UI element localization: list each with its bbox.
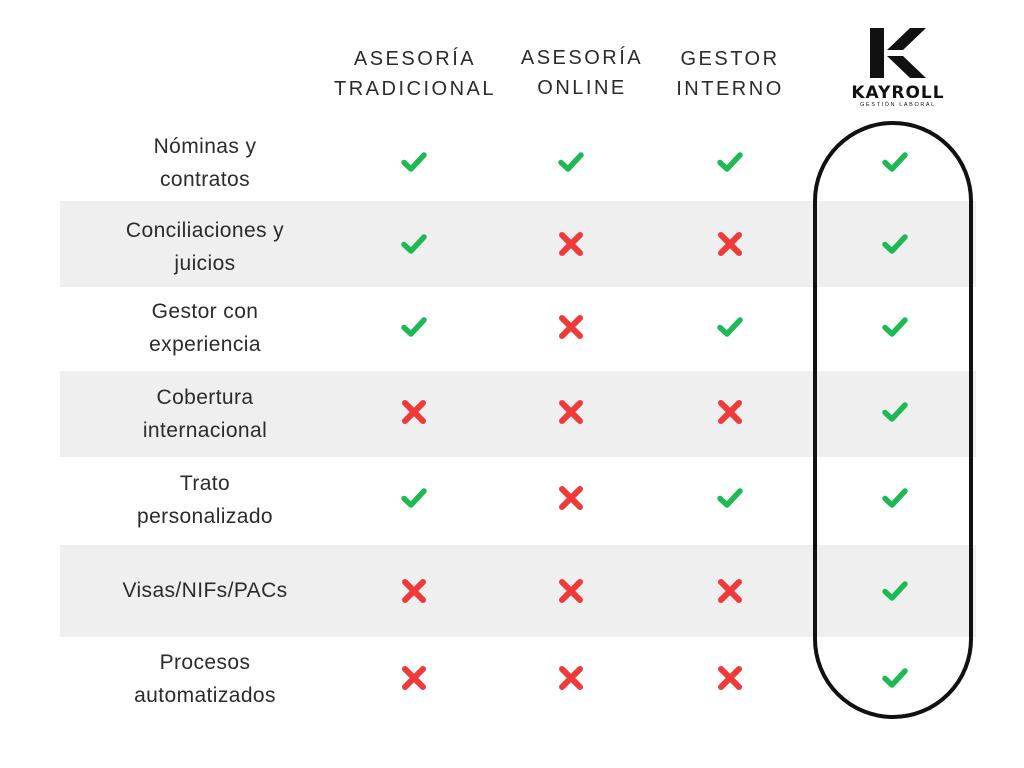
feature-label-line: internacional <box>142 419 268 442</box>
feature-label-line: juicios <box>174 252 236 275</box>
cross-icon <box>555 575 587 607</box>
column-header-line: GESTOR <box>680 48 780 70</box>
column-header-line: ASESORÍA <box>353 48 477 70</box>
cross-icon <box>714 228 746 260</box>
feature-label-cobertura: Cobertura internacional <box>60 381 350 447</box>
brand-tagline: GESTIÓN LABORAL <box>860 102 936 108</box>
row-band-4 <box>60 371 976 457</box>
cross-icon <box>555 228 587 260</box>
feature-label-line: experiencia <box>149 333 261 356</box>
row-band-2 <box>60 201 976 287</box>
cross-icon <box>555 662 587 694</box>
check-icon <box>714 482 746 514</box>
feature-label-line: Cobertura <box>156 386 254 409</box>
check-icon <box>555 146 587 178</box>
cross-icon <box>714 396 746 428</box>
feature-label-line: Procesos <box>159 651 251 674</box>
feature-label-line: Conciliaciones y <box>125 219 285 242</box>
cross-icon <box>398 396 430 428</box>
check-icon <box>398 228 430 260</box>
feature-label-visas: Visas/NIFs/PACs <box>60 574 350 607</box>
check-icon <box>714 146 746 178</box>
feature-label-line: personalizado <box>137 505 273 528</box>
cross-icon <box>555 482 587 514</box>
cross-icon <box>714 662 746 694</box>
check-icon <box>879 575 911 607</box>
check-icon <box>879 146 911 178</box>
column-header-gestor-interno: GESTOR INTERNO <box>668 44 792 104</box>
check-icon <box>398 311 430 343</box>
feature-label-procesos: Procesos automatizados <box>60 646 350 712</box>
column-header-line: INTERNO <box>676 78 784 100</box>
check-icon <box>398 146 430 178</box>
check-icon <box>879 662 911 694</box>
check-icon <box>879 311 911 343</box>
feature-label-line: Visas/NIFs/PACs <box>122 579 288 602</box>
kayroll-logo: KAYROLL GESTIÓN LABORAL <box>848 28 948 109</box>
column-header-line: ASESORÍA <box>520 47 644 69</box>
feature-label-line: automatizados <box>134 684 276 707</box>
feature-label-gestor: Gestor con experiencia <box>60 295 350 361</box>
check-icon <box>879 482 911 514</box>
highlight-outline <box>813 121 973 719</box>
check-icon <box>398 482 430 514</box>
feature-label-nominas: Nóminas y contratos <box>60 130 350 196</box>
check-icon <box>714 311 746 343</box>
column-header-line: ONLINE <box>537 77 627 99</box>
cross-icon <box>398 662 430 694</box>
kayroll-k-logo-icon <box>870 28 926 78</box>
feature-label-line: contratos <box>160 168 250 191</box>
cross-icon <box>555 396 587 428</box>
column-header-asesoria-tradicional: ASESORÍA TRADICIONAL <box>332 44 498 104</box>
cross-icon <box>398 575 430 607</box>
cross-icon <box>555 311 587 343</box>
column-header-line: TRADICIONAL <box>334 78 496 100</box>
column-header-asesoria-online: ASESORÍA ONLINE <box>510 43 654 103</box>
feature-label-trato: Trato personalizado <box>60 467 350 533</box>
feature-label-conciliaciones: Conciliaciones y juicios <box>60 214 350 280</box>
cross-icon <box>714 575 746 607</box>
feature-label-line: Gestor con <box>151 300 259 323</box>
check-icon <box>879 396 911 428</box>
feature-label-line: Trato <box>179 472 231 495</box>
row-band-6 <box>60 545 976 637</box>
brand-name: KAYROLL <box>851 83 945 103</box>
check-icon <box>879 228 911 260</box>
feature-label-line: Nóminas y <box>153 135 257 158</box>
